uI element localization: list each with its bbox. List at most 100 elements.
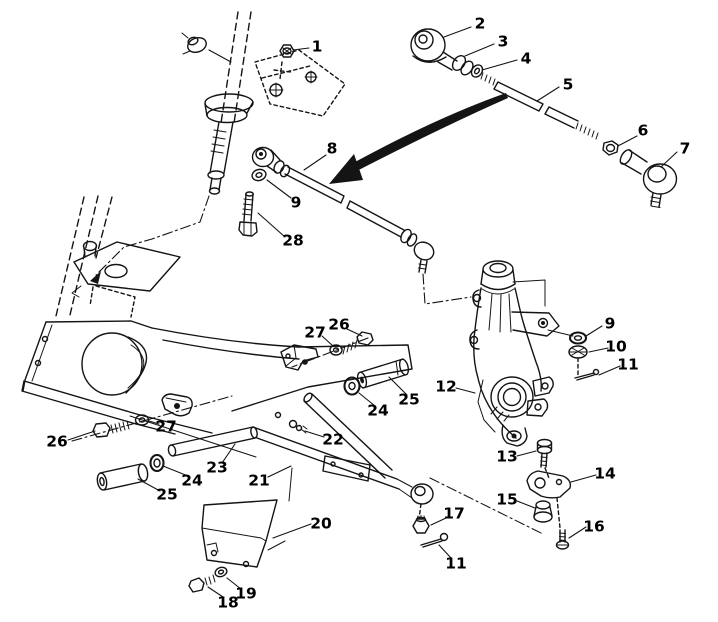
leader-line-11-12 (598, 365, 621, 376)
ball-joint-15 (533, 500, 553, 523)
part-label-19-21: 19 (235, 585, 257, 603)
spacer-tube-25-rear (356, 358, 410, 389)
leader-line-22-24 (304, 430, 325, 438)
leader-line-20-22 (272, 523, 312, 539)
leader-line-25-27 (137, 478, 161, 492)
part-label-3-2: 3 (498, 33, 509, 51)
leader-line-15-16 (516, 500, 536, 509)
tie-rod-8-installed (251, 146, 472, 305)
washer-9-right (568, 331, 588, 345)
part-label-10-11: 10 (605, 338, 627, 356)
tie-rod-5 (480, 72, 599, 140)
nut-1 (279, 44, 295, 58)
part-label-12-13: 12 (435, 378, 457, 396)
pivot-shaft-23 (167, 426, 258, 457)
steering-knuckle-12 (429, 260, 574, 535)
part-label-22-24: 22 (322, 431, 344, 449)
part-label-27-33: 27 (304, 324, 326, 342)
part-label-7-6: 7 (680, 140, 691, 158)
nut-10 (568, 345, 588, 359)
part-label-26-30: 26 (46, 433, 68, 451)
part-label-11-12: 11 (617, 356, 639, 374)
part-label-1-0: 1 (312, 38, 323, 56)
leader-line-27-31 (148, 420, 160, 425)
nut-4 (470, 64, 484, 78)
leader-line-3-2 (464, 43, 495, 57)
leader-line-27-33 (321, 335, 334, 347)
leader-line-25-29 (388, 376, 408, 396)
part-label-23-25: 23 (206, 459, 228, 477)
front-mount-bracket (161, 393, 193, 417)
cotter-pin-11-right (574, 357, 600, 381)
callout-labels: 1234567892891011121314151617111819202122… (46, 15, 690, 612)
retainer-plate-14 (526, 470, 572, 529)
part-label-8-7: 8 (327, 140, 338, 158)
part-label-20-22: 20 (310, 515, 332, 533)
rear-mount-bracket (280, 344, 319, 371)
leader-line-6-5 (617, 135, 638, 147)
part-label-5-4: 5 (563, 76, 574, 94)
part-label-2-1: 2 (475, 15, 486, 33)
washer-27-rear (329, 344, 343, 356)
part-label-9-8: 9 (291, 194, 302, 212)
part-label-6-5: 6 (638, 122, 649, 140)
part-label-11-19: 11 (445, 555, 467, 573)
leader-line-10-11 (588, 347, 609, 353)
bolt-16 (555, 529, 570, 550)
leader-line-1-0 (292, 47, 310, 51)
bolt-28 (238, 191, 258, 237)
leader-line-11-19 (438, 544, 452, 559)
mount-axis-lines (71, 337, 369, 442)
leader-line-9-8 (266, 179, 292, 199)
leader-line-12-13 (455, 387, 476, 394)
nut-6 (602, 140, 619, 156)
spacer-tube-25-front (96, 463, 149, 491)
bolt-26-front (92, 420, 130, 438)
part-label-13-14: 13 (496, 448, 518, 466)
direction-arrow (329, 93, 508, 184)
leader-line-18-20 (207, 586, 224, 598)
bolt-26-rear (342, 331, 374, 355)
leader-line-28-9 (257, 212, 286, 238)
leader-line-5-4 (536, 86, 560, 102)
part-label-14-15: 14 (594, 465, 616, 483)
steering-column (71, 11, 254, 298)
washer-27-front (134, 414, 150, 426)
part-label-16-17: 16 (583, 518, 605, 536)
part-label-24-26: 24 (181, 472, 203, 490)
leader-line-8-7 (303, 154, 327, 171)
part-label-27-31: 27 (155, 418, 177, 436)
leader-line-13-14 (516, 450, 537, 457)
leader-line-21-23 (267, 465, 292, 478)
part-label-25-27: 25 (156, 486, 178, 504)
leader-line-4-3 (481, 59, 518, 71)
leader-line-19-21 (226, 577, 242, 590)
leader-line-16-17 (568, 526, 587, 539)
part-label-18-20: 18 (217, 594, 239, 612)
leader-line-23-25 (221, 443, 236, 464)
part-label-4-3: 4 (521, 50, 532, 68)
washer-9-upper (251, 168, 267, 182)
washer-24-front (149, 453, 165, 473)
leader-line-26-32 (346, 328, 363, 337)
part-label-15-16: 15 (496, 491, 518, 509)
part-label-9-10: 9 (605, 315, 616, 333)
part-label-26-32: 26 (328, 316, 350, 334)
a-arm-21 (252, 392, 434, 551)
part-label-25-29: 25 (398, 391, 420, 409)
guard-plate-20 (201, 499, 278, 568)
part-label-21-23: 21 (248, 472, 270, 490)
grease-fitting-22 (274, 411, 308, 434)
washer-24-rear (343, 376, 361, 396)
part-label-28-9: 28 (282, 232, 304, 250)
cotter-pin-11-bottom (420, 532, 449, 548)
rod-end-2 (410, 28, 458, 71)
castle-nut-17 (412, 503, 430, 534)
bolt-18 (188, 574, 216, 593)
tie-rod-end-7 (619, 149, 678, 208)
leader-line-26-30 (67, 430, 96, 441)
leader-line-17-18 (430, 517, 447, 526)
leader-line-9-10 (585, 325, 603, 337)
bolt-13 (536, 438, 553, 479)
